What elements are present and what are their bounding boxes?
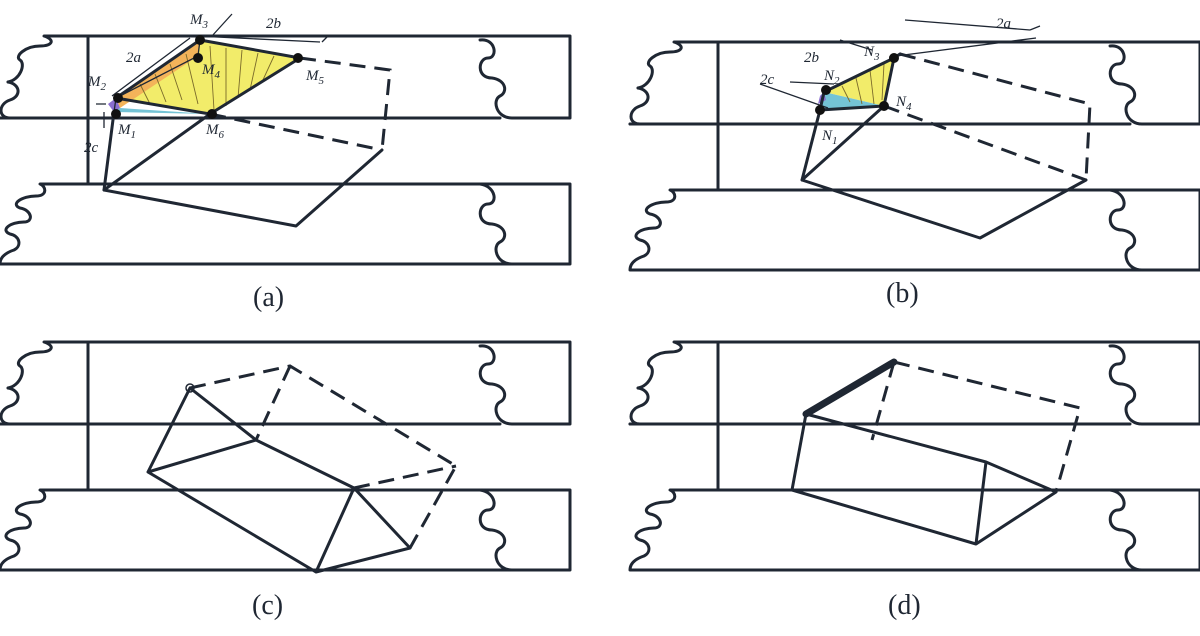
caption-c: (c): [252, 590, 283, 621]
rock-slab-d: [628, 340, 1200, 572]
point-N1: [815, 105, 825, 115]
point-N4: [879, 101, 889, 111]
point-N3: [889, 53, 899, 63]
point-M3: [195, 35, 205, 45]
dim-2a-a: 2a: [126, 50, 141, 66]
orange-face-a: [116, 40, 200, 108]
panel-d: (d): [628, 340, 1200, 621]
rock-slab-b: [628, 40, 1200, 272]
label-N1: N1: [821, 128, 838, 147]
yellow-face-a: [116, 40, 300, 114]
contact-edge-d: [802, 358, 898, 418]
point-M4: [193, 53, 203, 63]
dim-2c-a: 2c: [84, 140, 99, 156]
label-M4: M4: [201, 62, 221, 81]
label-M1: M1: [117, 122, 136, 141]
point-M1: [111, 109, 121, 119]
panel-b: N3 N2 N4 N1 2b 2c 2a (b): [628, 16, 1200, 309]
point-M6: [207, 109, 217, 119]
hatching-a: [139, 45, 275, 111]
dim-2b-b: 2b: [804, 50, 820, 66]
contact-point-c: [185, 383, 195, 393]
blue-face-a: [114, 108, 210, 114]
label-M3: M3: [189, 12, 209, 31]
caption-b: (b): [886, 278, 919, 309]
panel-a: M3 M4 M5 M2 M1 M6 2a 2b 2c (a): [0, 12, 572, 313]
dim-2b-a: 2b: [266, 16, 282, 32]
point-M2: [113, 93, 123, 103]
point-M5: [293, 53, 303, 63]
label-M5: M5: [305, 68, 325, 87]
point-N2: [821, 85, 831, 95]
label-N4: N4: [895, 94, 912, 113]
yellow-face-b: [824, 58, 894, 106]
dim-2a-b: 2a: [996, 16, 1011, 32]
label-N3: N3: [863, 44, 880, 63]
label-M2: M2: [87, 74, 107, 93]
hatching-b: [841, 63, 885, 105]
label-M6: M6: [205, 122, 225, 141]
dim-2c-b: 2c: [760, 72, 775, 88]
caption-a: (a): [253, 282, 284, 313]
label-N2: N2: [823, 68, 840, 87]
caption-d: (d): [888, 590, 921, 621]
panel-c: (c): [0, 340, 572, 621]
